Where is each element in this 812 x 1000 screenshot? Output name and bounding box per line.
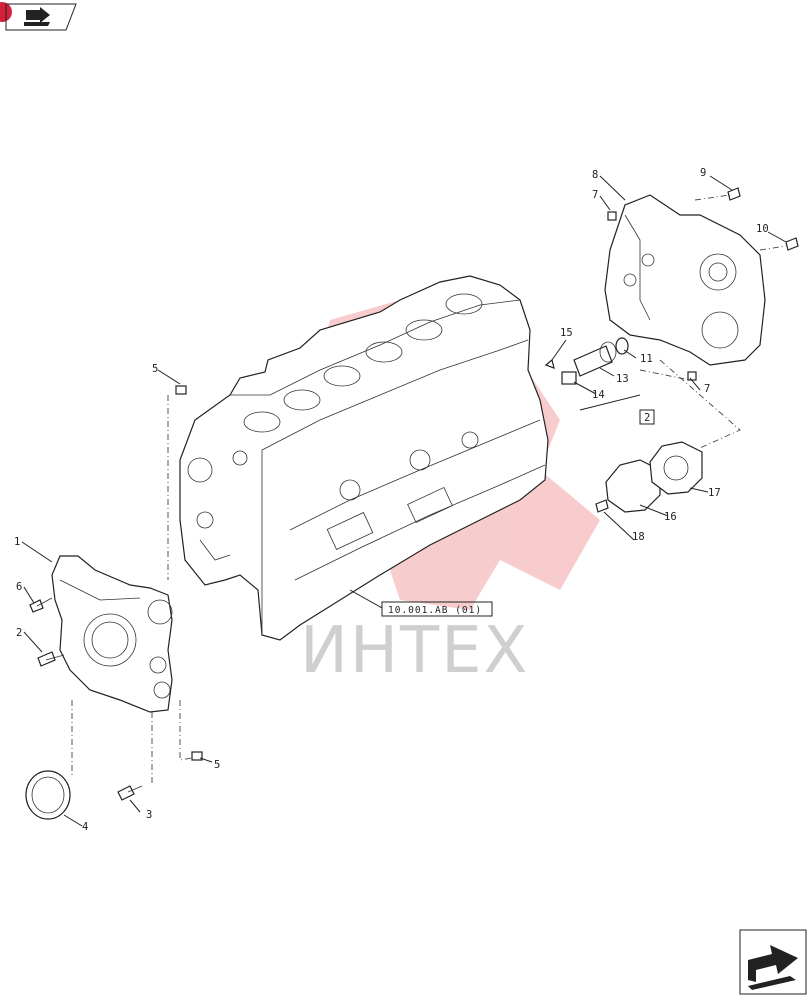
callout-11: 11 — [640, 353, 653, 365]
callout-8: 8 — [592, 169, 598, 181]
callout-10: 10 — [756, 223, 769, 235]
callout-9: 9 — [700, 167, 706, 179]
dowel-5-top — [175, 385, 187, 395]
assembly-lines — [71, 194, 787, 785]
callout-18: 18 — [632, 531, 645, 543]
gasket-17 — [649, 441, 703, 495]
plug-14 — [561, 371, 577, 385]
bolt-9 — [727, 187, 741, 201]
front-cover — [51, 555, 173, 713]
bolt-15 — [544, 358, 555, 369]
dowel-5-bottom — [191, 751, 203, 761]
bolt-6 — [29, 597, 53, 613]
callout-16: 16 — [664, 511, 677, 523]
callout-5: 5 — [152, 363, 158, 375]
callout-5b: 5 — [214, 759, 220, 771]
bolt-7-bottom — [687, 371, 697, 381]
bolt-18 — [595, 499, 609, 513]
bolt-7-top — [607, 211, 617, 221]
cover-plate-16 — [605, 459, 661, 513]
arrow-next-icon — [748, 945, 798, 982]
svg-text:10.001.AB (01): 10.001.AB (01) — [388, 605, 482, 616]
reference-block[interactable]: 10.001.AB (01) — [381, 601, 493, 617]
callout-7: 7 — [592, 189, 598, 201]
bolt-3 — [117, 785, 143, 801]
callout-3: 3 — [146, 809, 152, 821]
callout-labels: 1 2 3 4 5 5 6 7 7 8 9 10 11 13 14 15 16 … — [14, 167, 769, 833]
arrow-back-icon — [5, 3, 77, 31]
engine-block — [179, 275, 549, 641]
tube-13 — [573, 341, 617, 377]
seal-ring — [25, 770, 71, 820]
watermark-text: ИНТЕХ — [300, 614, 529, 688]
callout-13: 13 — [616, 373, 629, 385]
bolt-2 — [37, 651, 65, 667]
o-ring-11 — [615, 337, 629, 355]
callout-15: 15 — [560, 327, 573, 339]
callout-17: 17 — [708, 487, 721, 499]
svg-text:2: 2 — [644, 412, 650, 424]
callout-6: 6 — [16, 581, 22, 593]
callout-2: 2 — [16, 627, 22, 639]
bolt-10 — [785, 237, 799, 251]
callout-7b: 7 — [704, 383, 710, 395]
flywheel-housing — [604, 194, 766, 366]
leader-lines — [21, 175, 787, 827]
back-nav-button[interactable] — [0, 2, 77, 31]
next-nav-button[interactable] — [739, 929, 807, 995]
callout-4: 4 — [82, 821, 88, 833]
assembly-ref-2[interactable]: 2 — [639, 409, 655, 425]
callout-1: 1 — [14, 536, 20, 548]
callout-14: 14 — [592, 389, 605, 401]
